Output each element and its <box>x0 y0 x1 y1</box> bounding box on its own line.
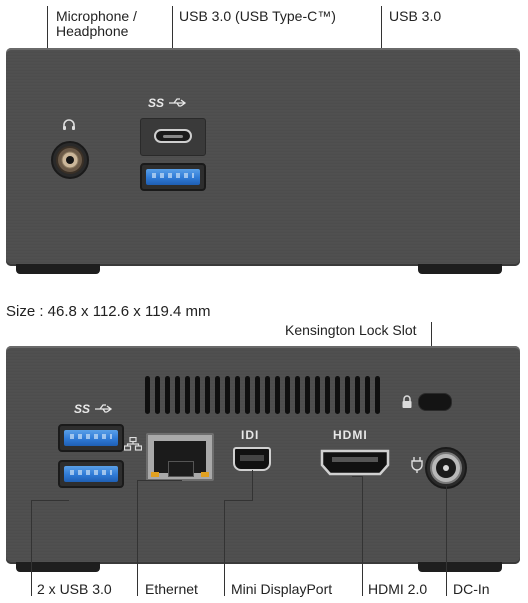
leader-usb2x-h <box>31 500 69 501</box>
headphone-icon <box>63 119 75 130</box>
label-hdmi: HDMI 2.0 <box>368 581 428 597</box>
label-microphone: Microphone / <box>56 8 137 24</box>
superspeed-usb-icon: SS <box>148 94 188 112</box>
hdmi-port[interactable] <box>320 448 390 476</box>
leader-minidp-v <box>252 470 253 501</box>
label-usb-2x: 2 x USB 3.0 <box>37 581 112 597</box>
label-headphone: Headphone <box>56 23 129 39</box>
power-plug-icon <box>411 457 423 473</box>
leader-hdmi-h <box>352 476 362 477</box>
leader-dcin <box>446 486 447 596</box>
label-dc-in: DC-In <box>453 581 490 597</box>
label-ethernet: Ethernet <box>145 581 198 597</box>
label-usb3-front: USB 3.0 <box>389 8 442 24</box>
ethernet-port[interactable] <box>146 433 214 481</box>
leader-usb2x <box>31 500 32 596</box>
audio-jack[interactable] <box>50 140 90 180</box>
label-usb-type-c: USB 3.0 (USB Type-C™) <box>179 8 336 24</box>
front-panel <box>6 48 520 266</box>
ventilation-grille <box>145 376 385 414</box>
leader-usbc <box>172 6 173 76</box>
label-mini-displayport: Mini DisplayPort <box>231 581 333 597</box>
mini-displayport-icon: IDI <box>241 428 260 442</box>
leader-minidp <box>224 500 225 596</box>
leader-hdmi <box>362 476 363 596</box>
front-foot-left <box>16 264 100 274</box>
usb-a-port-rear-2[interactable] <box>58 460 124 488</box>
leader-ethernet-h <box>137 480 182 481</box>
dc-in-jack[interactable] <box>424 446 468 490</box>
label-kensington: Kensington Lock Slot <box>285 322 417 338</box>
mini-displayport-port[interactable] <box>233 447 271 471</box>
ethernet-icon <box>124 437 142 451</box>
kensington-lock-slot[interactable] <box>418 393 452 411</box>
size-text: Size : 46.8 x 112.6 x 119.4 mm <box>6 303 211 320</box>
rear-foot-left <box>16 562 100 572</box>
superspeed-usb-icon-rear: SS <box>74 400 114 418</box>
usb-c-port[interactable] <box>140 118 206 156</box>
usb-a-port-rear-1[interactable] <box>58 424 124 452</box>
leader-minidp-h <box>224 500 252 501</box>
leader-ethernet <box>137 480 138 596</box>
rear-foot-right <box>418 562 502 572</box>
hdmi-logo-icon: HDMI <box>333 428 368 442</box>
usb-a-port-front[interactable] <box>140 163 206 191</box>
lock-icon <box>402 395 412 408</box>
front-foot-right <box>418 264 502 274</box>
